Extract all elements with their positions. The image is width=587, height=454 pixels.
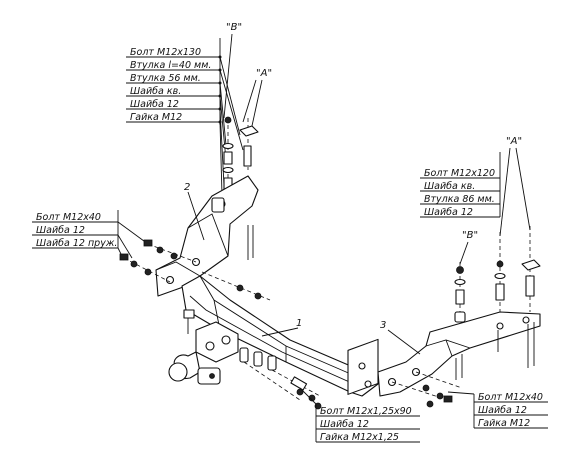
fastener-stack-right	[454, 226, 541, 323]
callout-bottom-right: Болт М12х40 Шайба 12 Гайка М12	[447, 391, 548, 429]
label-washer-12-bottom: Шайба 12	[320, 419, 369, 430]
label-nut-m12x125: Гайка М12х1,25	[320, 432, 399, 443]
bracket-right	[377, 311, 541, 397]
label-square-washer-right: Шайба кв.	[424, 181, 475, 192]
square-washer-right-icon	[521, 259, 541, 271]
fasteners-bottom-right	[391, 371, 463, 408]
label-bolt-m12x40-right: Болт М12х40	[478, 392, 543, 403]
label-bolt-m12x130: Болт М12х130	[130, 47, 201, 58]
label-square-washer: Шайба кв.	[130, 86, 181, 97]
label-bushing-40: Втулка l=40 мм.	[130, 60, 211, 71]
callout-bottom-center: Болт М12х1,25х90 Шайба 12 Гайка М12х1,25	[299, 387, 420, 443]
mark-b-top: "В"	[226, 22, 242, 33]
mark-a-top: "А"	[256, 68, 272, 79]
label-bushing-56: Втулка 56 мм.	[130, 73, 201, 84]
label-bolt-m12x120: Болт М12х120	[424, 168, 495, 179]
label-bolt-m12x125x90: Болт М12х1,25х90	[320, 406, 412, 417]
callout-right-top: Болт М12х120 Шайба кв. Втулка 86 мм. Шай…	[420, 136, 531, 265]
label-washer-12-bottom-right: Шайба 12	[478, 405, 527, 416]
bar-fastener-paths	[201, 271, 271, 301]
square-washer-icon	[239, 125, 259, 137]
label-washer-12-right: Шайба 12	[424, 207, 473, 218]
bushing-icon	[243, 145, 252, 167]
part-number-2: 2	[184, 182, 190, 193]
label-nut-m12: Гайка М12	[130, 112, 182, 123]
bracket-left	[155, 175, 259, 297]
label-bushing-86: Втулка 86 мм.	[424, 194, 495, 205]
mark-a-right: "А"	[506, 136, 522, 147]
part-number-3: 3	[380, 320, 386, 331]
part-number-1: 1	[296, 318, 302, 329]
callout-top-left: Болт М12х130 Втулка l=40 мм. Втулка 56 м…	[126, 22, 272, 196]
label-washer-12-left: Шайба 12	[36, 225, 85, 236]
label-spring-washer: Шайба 12 пруж.	[36, 238, 117, 249]
label-nut-m12-bottom-right: Гайка М12	[478, 418, 530, 429]
fasteners-left-mid	[119, 239, 197, 283]
callout-left-mid: Болт М12х40 Шайба 12 Шайба 12 пруж.	[32, 210, 149, 261]
mark-b-right: "В"	[462, 230, 478, 241]
tow-ball-mount	[168, 309, 239, 385]
center-bolts	[239, 347, 322, 410]
nut-icon	[224, 116, 232, 124]
label-bolt-m12x40-left: Болт М12х40	[36, 212, 101, 223]
label-washer-12: Шайба 12	[130, 99, 179, 110]
